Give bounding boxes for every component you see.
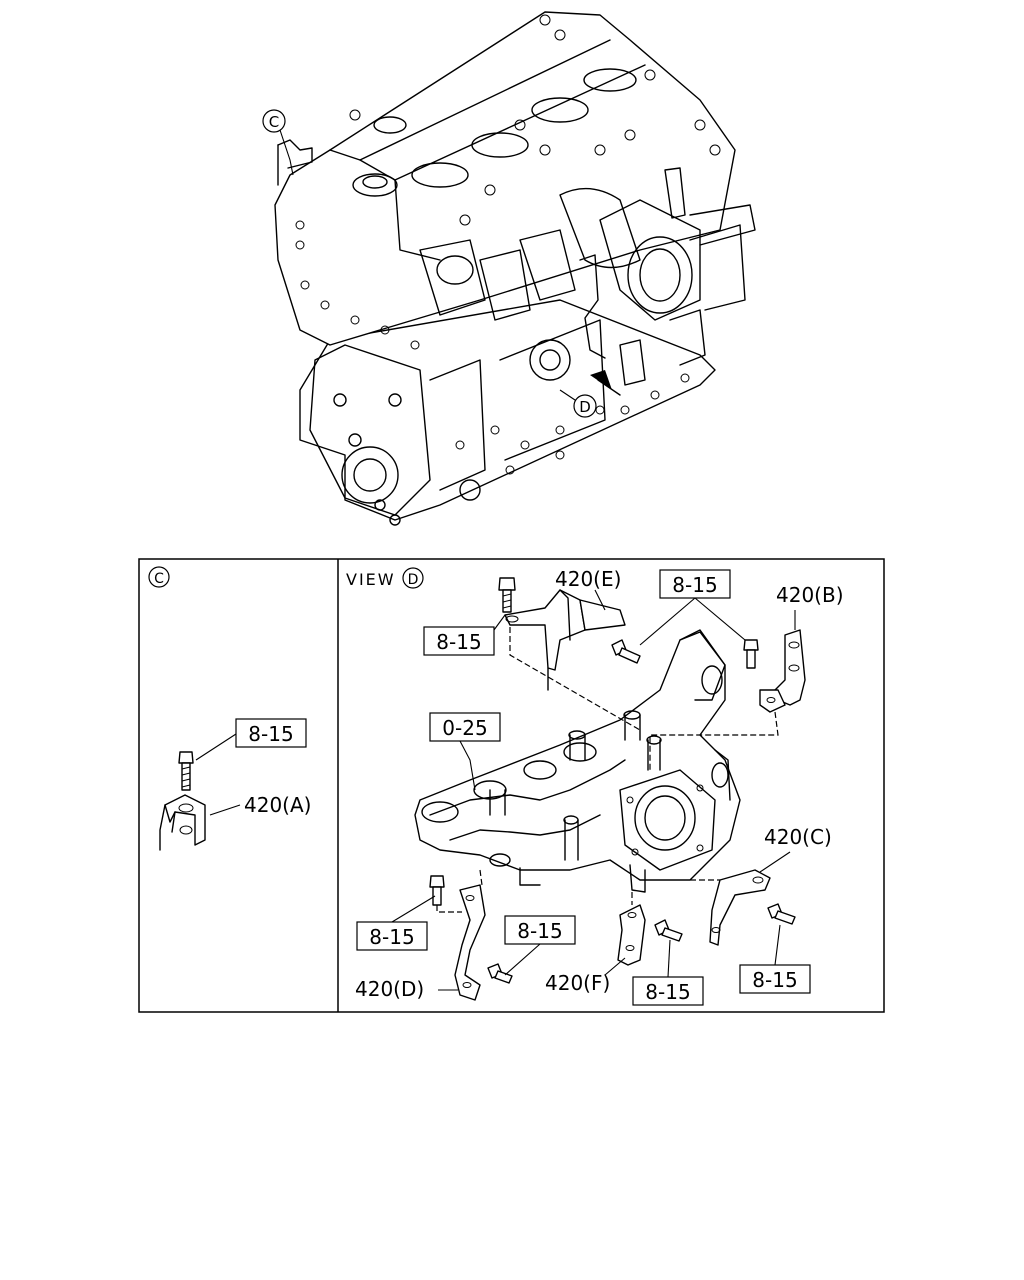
bolt-icon-420d-top bbox=[429, 875, 445, 906]
detail-frame bbox=[138, 558, 885, 1013]
bracket-420d-shape bbox=[454, 884, 486, 1001]
view-d-heading: VIEW D bbox=[346, 567, 424, 589]
part-label-420f: 420(F) bbox=[545, 971, 610, 995]
svg-text:8-15: 8-15 bbox=[672, 573, 717, 597]
svg-text:D: D bbox=[408, 572, 419, 588]
svg-text:8-15: 8-15 bbox=[517, 919, 562, 943]
svg-text:0-25: 0-25 bbox=[442, 716, 487, 740]
intake-manifold-shape bbox=[414, 629, 741, 893]
panel-d: VIEW D bbox=[346, 567, 844, 1006]
engine-callout-c: C bbox=[262, 109, 286, 133]
ref-box-8-15-panel-c: 8-15 bbox=[235, 718, 307, 748]
part-label-420a: 420(A) bbox=[244, 793, 311, 817]
svg-text:VIEW: VIEW bbox=[346, 570, 396, 589]
panel-c: C 8-15 420(A) bbox=[148, 566, 311, 851]
part-label-420c: 420(C) bbox=[764, 825, 832, 849]
panel-c-marker: C bbox=[148, 566, 170, 588]
svg-text:8-15: 8-15 bbox=[436, 630, 481, 654]
bolt-icon-420f bbox=[654, 919, 683, 942]
engine-assembly-illustration bbox=[274, 11, 756, 526]
svg-text:D: D bbox=[579, 398, 591, 416]
ref-box-8-15-e: 8-15 bbox=[423, 626, 495, 656]
bracket-420c-shape bbox=[709, 869, 771, 946]
ref-box-8-15-c: 8-15 bbox=[739, 964, 811, 994]
bolt-icon-420c bbox=[767, 903, 796, 925]
bolt-icon-e-side bbox=[611, 639, 641, 664]
engine-callout-d: D bbox=[573, 394, 597, 418]
bracket-420f-shape bbox=[617, 904, 646, 966]
ref-box-8-15-top: 8-15 bbox=[659, 569, 731, 599]
svg-text:C: C bbox=[269, 113, 279, 131]
svg-text:8-15: 8-15 bbox=[752, 968, 797, 992]
bracket-420e-shape bbox=[504, 589, 626, 691]
ref-box-8-15-f: 8-15 bbox=[632, 976, 704, 1006]
svg-text:8-15: 8-15 bbox=[645, 980, 690, 1004]
bolt-icon-420d-side bbox=[487, 963, 513, 984]
svg-text:8-15: 8-15 bbox=[248, 722, 293, 746]
part-label-420e: 420(E) bbox=[555, 567, 621, 591]
bolt-icon-420b bbox=[743, 639, 759, 669]
bolt-icon-420e bbox=[498, 577, 516, 613]
bracket-420a-shape bbox=[159, 794, 206, 851]
ref-box-0-25: 0-25 bbox=[429, 712, 501, 742]
ref-box-8-15-d-b: 8-15 bbox=[504, 915, 576, 945]
svg-text:C: C bbox=[154, 571, 164, 587]
bolt-icon-panel-c bbox=[178, 751, 194, 791]
ref-box-8-15-d-a: 8-15 bbox=[356, 921, 428, 951]
part-label-420d: 420(D) bbox=[355, 977, 424, 1001]
part-label-420b: 420(B) bbox=[776, 583, 844, 607]
svg-text:8-15: 8-15 bbox=[369, 925, 414, 949]
bracket-420b-shape bbox=[759, 629, 806, 713]
